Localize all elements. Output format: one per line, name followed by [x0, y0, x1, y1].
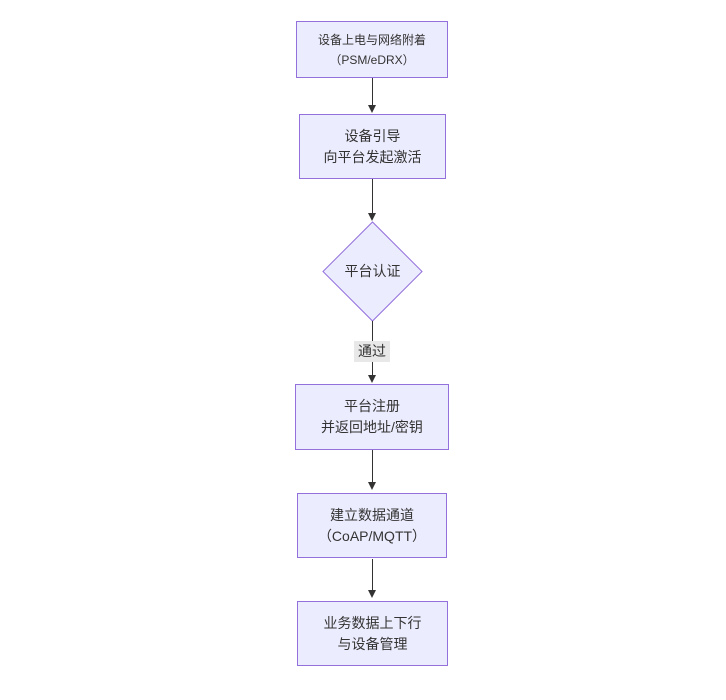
- edge-line: [372, 450, 373, 482]
- node-text-line: 设备引导: [344, 127, 401, 144]
- node-text-line: 与设备管理: [337, 635, 408, 652]
- edge-line: [372, 179, 373, 213]
- arrow-down-icon: [368, 590, 376, 598]
- node-text-line: 业务数据上下行: [323, 614, 422, 631]
- arrow-down-icon: [368, 482, 376, 490]
- flow-node-data-channel: 建立数据通道 （CoAP/MQTT）: [297, 493, 447, 558]
- arrow-down-icon: [368, 105, 376, 113]
- edge-line: [372, 78, 373, 106]
- edge-label-pass: 通过: [354, 341, 390, 362]
- arrow-down-icon: [368, 213, 376, 221]
- diamond-label: 平台认证: [344, 263, 401, 279]
- flow-node-platform-register: 平台注册 并返回地址/密钥: [295, 384, 449, 450]
- node-text-line: 建立数据通道: [330, 506, 414, 523]
- flow-node-device-power-attach: 设备上电与网络附着 （PSM/eDRX）: [296, 21, 448, 78]
- arrow-down-icon: [368, 375, 376, 383]
- edge-line: [372, 559, 373, 590]
- node-text-line: 平台注册: [344, 398, 400, 414]
- node-text-line: 向平台发起激活: [323, 148, 422, 165]
- node-text-line: 设备上电与网络附着: [317, 32, 426, 47]
- node-text-line: （PSM/eDRX）: [329, 52, 415, 67]
- node-text-line: （CoAP/MQTT）: [317, 527, 427, 544]
- flow-node-business-data: 业务数据上下行 与设备管理: [297, 601, 448, 666]
- flow-node-device-bootstrap: 设备引导 向平台发起激活: [299, 114, 446, 179]
- node-text-line: 并返回地址/密钥: [321, 419, 423, 435]
